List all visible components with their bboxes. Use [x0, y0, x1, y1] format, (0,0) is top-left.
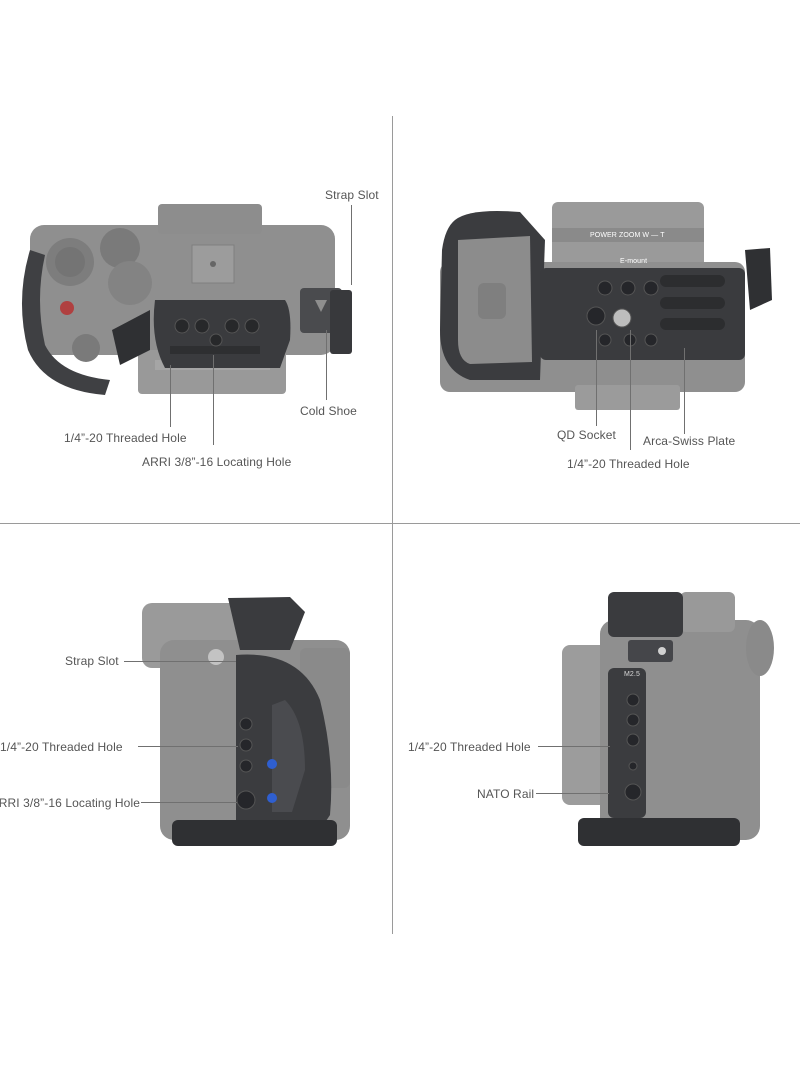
callout-qd-socket: QD Socket — [557, 428, 616, 442]
leader-threaded-hole-rail — [538, 746, 610, 747]
leader-cold-shoe — [326, 330, 327, 400]
leader-arri-hole-side — [141, 802, 237, 803]
callout-arca-swiss-plate: Arca-Swiss Plate — [643, 434, 736, 448]
callout-nato-rail: NATO Rail — [477, 787, 535, 801]
leader-arri-hole-top — [213, 355, 214, 445]
leader-strap-slot-side — [124, 661, 236, 662]
callout-threaded-hole-side: 1/4”-20 Threaded Hole — [0, 740, 123, 754]
callout-threaded-hole-bottom: 1/4”-20 Threaded Hole — [567, 457, 690, 471]
lens-mount-mark: E-mount — [620, 258, 648, 265]
callout-strap-slot-top: Strap Slot — [325, 188, 379, 202]
callout-cold-shoe: Cold Shoe — [300, 404, 357, 418]
leader-threaded-hole-side — [138, 746, 238, 747]
leader-threaded-hole-bottom — [630, 330, 631, 450]
horizontal-divider — [0, 523, 800, 524]
leader-threaded-hole-top — [170, 365, 171, 427]
leader-arca-swiss-plate — [684, 348, 685, 434]
leader-nato-rail — [536, 793, 609, 794]
leader-strap-slot-top — [351, 205, 352, 285]
screw-size-mark: M2.5 — [624, 671, 640, 678]
leader-qd-socket — [596, 330, 597, 426]
callout-arri-hole-top: ARRI 3/8”-16 Locating Hole — [142, 455, 292, 469]
lens-power-zoom-mark: POWER ZOOM W — T — [590, 232, 665, 239]
callout-arri-hole-side: ARRI 3/8”-16 Locating Hole — [0, 796, 140, 810]
vertical-divider — [392, 116, 393, 934]
callout-threaded-hole-rail: 1/4”-20 Threaded Hole — [408, 740, 531, 754]
callout-strap-slot-side: Strap Slot — [65, 654, 119, 668]
callout-threaded-hole-top: 1/4”-20 Threaded Hole — [64, 431, 187, 445]
